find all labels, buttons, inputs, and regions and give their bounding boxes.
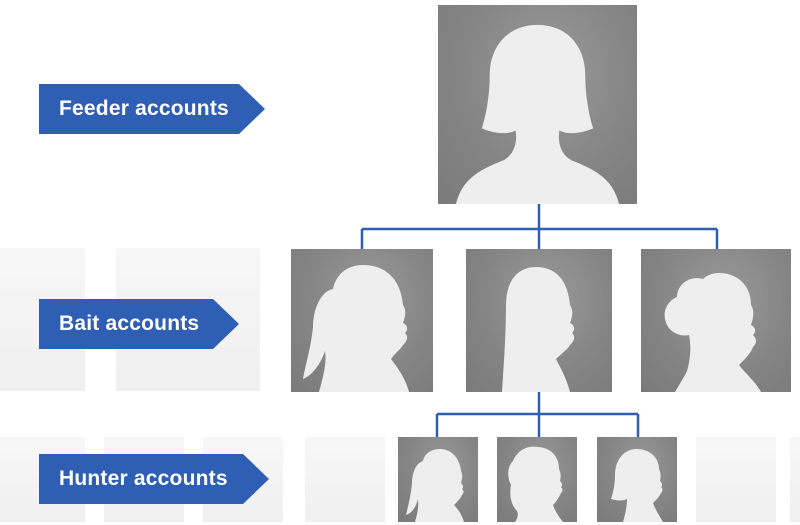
feeder-accounts-tag: Feeder accounts [39,84,265,134]
hunter-account-portrait [398,437,478,522]
hunter-account-portrait [597,437,677,522]
bait-accounts-tag: Bait accounts [39,299,239,349]
bob-haircut-woman-profile-icon [611,449,663,522]
bait-account-portrait [291,249,433,392]
long-hair-woman-profile-icon [502,267,575,392]
bob-haircut-woman-front-icon [455,24,620,204]
ponytail-woman-profile-icon [406,449,464,522]
ponytail-woman-profile-icon [303,265,409,392]
curly-hair-woman-profile-icon [508,446,563,522]
bait-accounts-label: Bait accounts [59,312,200,335]
hunter-accounts-tag: Hunter accounts [39,454,269,504]
bait-account-portrait [466,249,612,392]
updo-woman-profile-icon [664,273,761,392]
feeder-accounts-label: Feeder accounts [59,97,229,120]
hunter-account-portrait [497,437,577,522]
placeholder-tile [696,437,776,522]
hunter-accounts-label: Hunter accounts [59,467,228,490]
feeder-to-bait-connector [360,204,719,250]
placeholder-tile [305,437,385,522]
bait-to-hunter-connector [435,392,640,438]
bait-account-portrait [641,249,791,392]
placeholder-tile [790,437,800,522]
feeder-account-portrait [438,5,637,204]
